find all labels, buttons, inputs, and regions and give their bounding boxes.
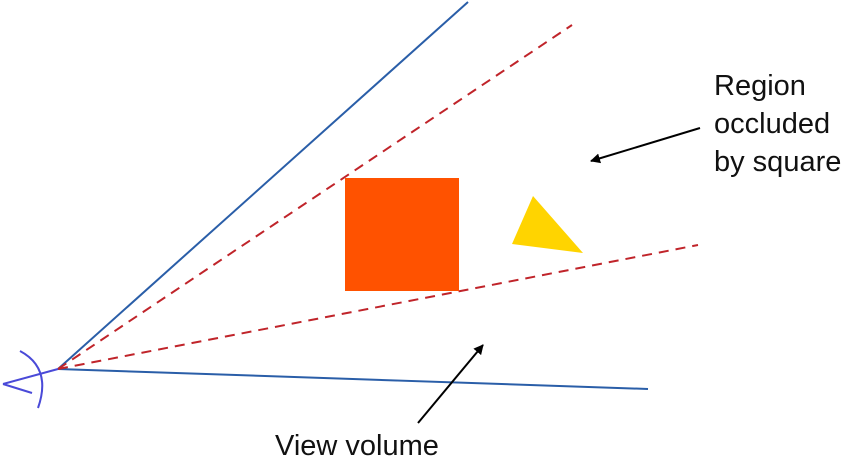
occluded-region-arrow bbox=[590, 127, 701, 164]
occluded-region-label-line2: occluded bbox=[714, 108, 831, 140]
occluding-square bbox=[345, 178, 459, 291]
occluded-triangle bbox=[512, 196, 583, 253]
occlusion-lower-dashed-line bbox=[57, 244, 699, 370]
occluded-region-label: Region occluded by square bbox=[714, 68, 841, 182]
view-volume-lower-line bbox=[57, 368, 649, 390]
eye-icon bbox=[2, 350, 59, 409]
view-volume-label: View volume bbox=[275, 430, 439, 462]
occlusion-upper-dashed-line bbox=[57, 24, 573, 370]
view-volume-upper-line bbox=[57, 1, 469, 370]
view-volume-arrow bbox=[417, 344, 484, 424]
occluded-region-label-line1: Region bbox=[714, 70, 806, 102]
occluded-region-label-line3: by square bbox=[714, 146, 842, 178]
